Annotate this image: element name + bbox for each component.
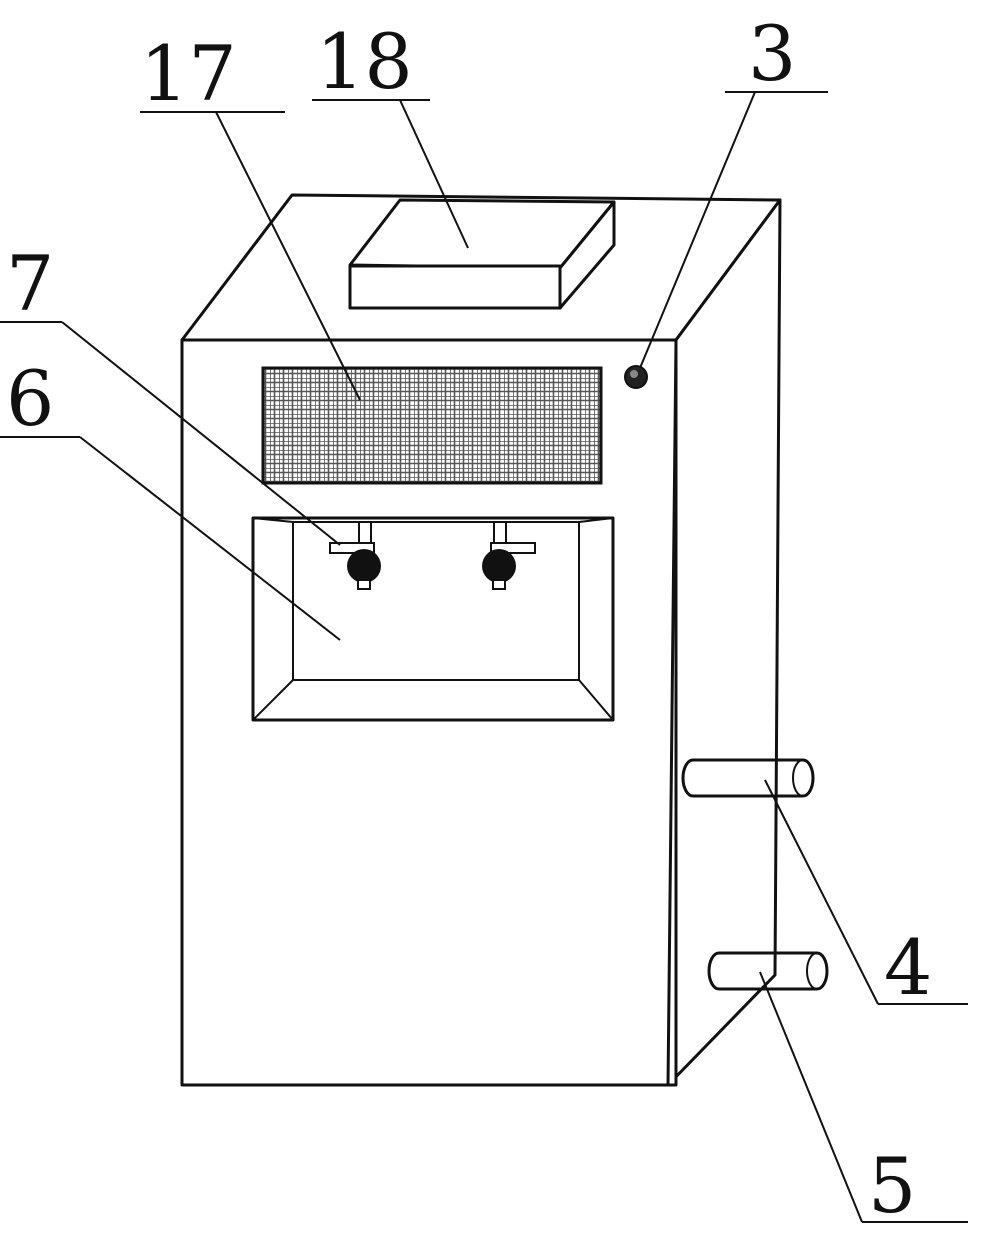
mesh-grille <box>261 366 603 485</box>
faucet-left <box>329 521 381 590</box>
dispensing-recess <box>251 516 615 722</box>
side-pipe-lower <box>707 951 829 991</box>
side-pipe-upper <box>681 758 815 798</box>
indicator-button <box>624 365 648 389</box>
label-4: 4 <box>884 923 932 1012</box>
leader-lines <box>0 91 968 1223</box>
label-7: 7 <box>6 239 54 328</box>
label-17: 17 <box>140 29 237 118</box>
faucet-right <box>482 521 536 590</box>
label-18: 18 <box>316 17 413 106</box>
label-5: 5 <box>868 1141 916 1230</box>
label-6: 6 <box>6 354 54 443</box>
top-box <box>348 198 616 310</box>
label-3: 3 <box>748 9 796 98</box>
